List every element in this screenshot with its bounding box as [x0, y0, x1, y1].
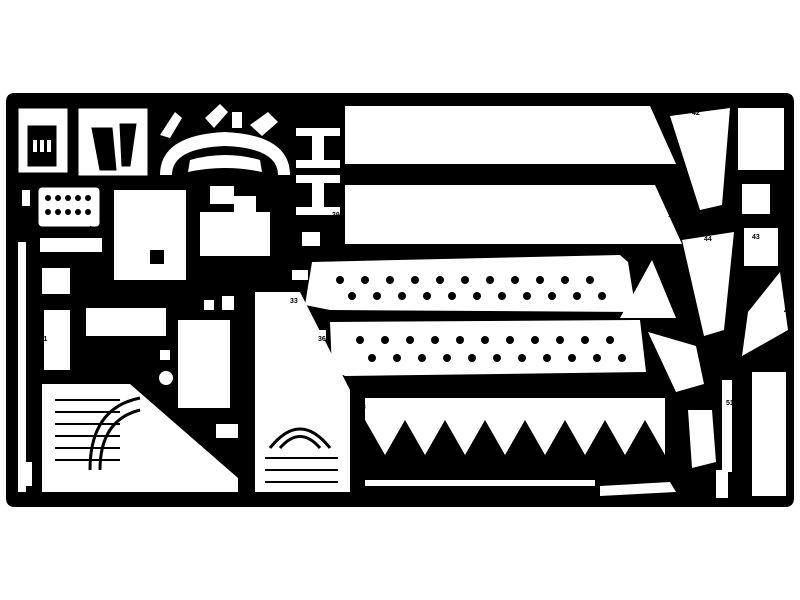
long-strips: [345, 106, 682, 244]
part-number: 19: [668, 212, 676, 219]
part-number: 54: [370, 464, 378, 471]
part-number: 45: [652, 256, 660, 263]
part-number: 32: [256, 494, 264, 501]
part-number: 15: [232, 98, 240, 105]
right-side-parts: [600, 108, 788, 498]
part-number: 7: [40, 258, 44, 265]
part-number: 24: [238, 260, 246, 267]
part-number: 13: [120, 346, 128, 353]
part-number: 11: [40, 336, 48, 343]
flap-part: [365, 398, 665, 486]
part-number: 43: [752, 234, 760, 241]
part-number: 34: [318, 320, 326, 327]
instrument-panel-parts: [17, 107, 149, 228]
part-number: 20: [196, 180, 204, 187]
perforated-panels: [305, 255, 646, 376]
part-number: 50: [762, 268, 770, 275]
part-number: 48: [786, 240, 794, 247]
part-number: 27: [196, 186, 204, 193]
part-number: 38: [710, 338, 718, 345]
part-number: 22: [272, 128, 280, 135]
part-number: 42: [692, 110, 700, 117]
part-number: 40: [332, 240, 340, 247]
kit-title: MIG-15bis: [94, 94, 152, 108]
part-number: 17: [310, 98, 318, 105]
wheel-well-parts: [42, 292, 350, 492]
part-number: 31: [22, 494, 30, 501]
copyright-label: (c)1996: [462, 96, 490, 105]
part-number: 26: [292, 264, 300, 271]
catalog-number: 177: [56, 94, 77, 108]
part-number: 6: [9, 250, 13, 257]
part-number: 33: [290, 298, 298, 305]
part-number: 35: [364, 494, 372, 501]
part-number: 37: [678, 330, 686, 337]
part-number: 46: [786, 146, 794, 153]
part-number: 3: [9, 208, 13, 215]
part-number: 41: [346, 168, 354, 175]
part-number: 9: [174, 306, 178, 313]
part-number: 4: [88, 226, 92, 233]
part-number: 12: [84, 350, 92, 357]
part-number: 23: [164, 366, 172, 373]
small-levers: [160, 104, 278, 138]
part-number: 55: [728, 494, 736, 501]
part-number: 14: [200, 98, 208, 105]
canopy-frame: [160, 132, 290, 175]
part-number: 51: [726, 400, 734, 407]
part-number: 2: [104, 180, 108, 187]
part-number: 28: [672, 418, 680, 425]
i-beam-parts: [296, 128, 340, 215]
part-number: 30: [56, 494, 64, 501]
origin-label: Made in Czech Republic: [562, 96, 654, 105]
part-number: 8: [36, 296, 40, 303]
part-number: 47: [786, 194, 794, 201]
part-number: 52: [720, 346, 728, 353]
part-number: 44: [704, 236, 712, 243]
brand-label: EDUARD M.A.I.M.: [382, 96, 449, 105]
part-number: 21: [194, 196, 202, 203]
part-number: 25: [208, 266, 216, 273]
part-number: 53: [358, 404, 366, 411]
part-number: 18: [155, 140, 163, 147]
part-number: 10: [186, 306, 194, 313]
part-number: 1: [9, 140, 13, 147]
triangle-vent: [620, 260, 676, 318]
small-detail-parts: [18, 186, 326, 486]
part-number: 56: [776, 360, 784, 367]
part-number: 39: [332, 212, 340, 219]
part-number: 36: [318, 336, 326, 343]
part-number: 16: [256, 104, 264, 111]
part-number: 5: [96, 232, 100, 239]
seat-parts: [18, 190, 270, 492]
part-number: 29: [202, 424, 210, 431]
catalog-number-prefix: 48: [30, 94, 44, 108]
part-number: 49: [784, 308, 792, 315]
